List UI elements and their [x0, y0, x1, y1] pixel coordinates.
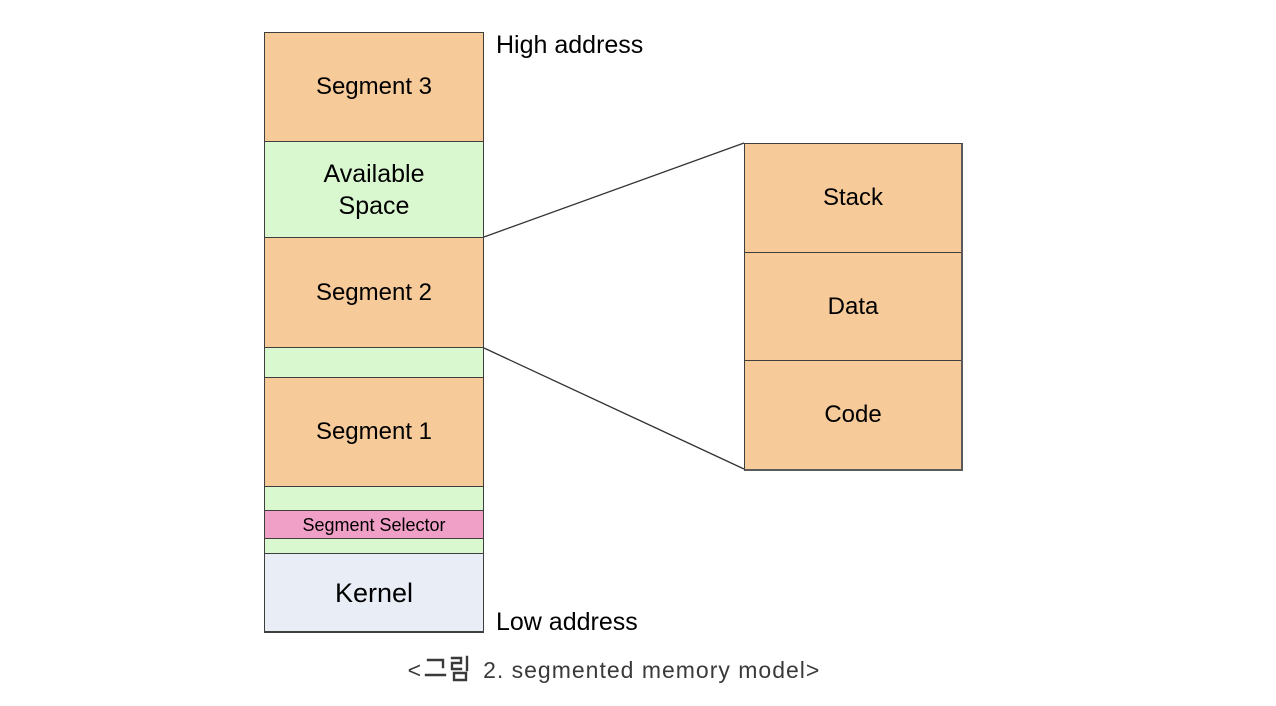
- free-space-strip-3: [264, 538, 484, 554]
- data-section-label: Data: [827, 292, 879, 320]
- code-section-label: Code: [824, 401, 882, 429]
- hangul-geu: [424, 658, 447, 677]
- code-section: Code: [745, 360, 961, 470]
- data-section: Data: [745, 251, 961, 361]
- low-address-label: Low address: [496, 608, 638, 636]
- available-space-label: Available Space: [323, 159, 425, 220]
- free-space-strip-2: [264, 486, 484, 511]
- caption-text: 2. segmented memory model>: [483, 657, 821, 683]
- segment-3-block: Segment 3: [264, 32, 484, 142]
- high-address-label: High address: [496, 31, 644, 59]
- memory-stack: Segment 3 Available Space Segment 2 Segm…: [264, 32, 484, 633]
- segment-2-block: Segment 2: [264, 237, 484, 348]
- segment-1-label: Segment 1: [315, 418, 433, 445]
- caption-open-bracket: <: [407, 657, 423, 683]
- connector-line-bottom: [483, 347, 745, 470]
- expanded-segment-box: Stack Data Code: [744, 143, 963, 471]
- stack-section-label: Stack: [822, 183, 884, 211]
- segment-1-block: Segment 1: [264, 377, 484, 487]
- available-space-block: Available Space: [264, 141, 484, 238]
- segment-3-label: Segment 3: [315, 73, 433, 100]
- hangul-rim: [450, 655, 469, 682]
- segment-2-label: Segment 2: [315, 278, 433, 306]
- kernel-block: Kernel: [264, 553, 484, 633]
- segment-selector-block: Segment Selector: [264, 510, 484, 539]
- connector-line-top: [483, 142, 745, 238]
- segment-selector-label: Segment Selector: [302, 514, 446, 535]
- stack-section: Stack: [745, 144, 961, 252]
- kernel-label: Kernel: [334, 577, 414, 608]
- free-space-strip-1: [264, 347, 484, 378]
- korean-word-geurim-glyphs: [424, 655, 469, 682]
- figure-caption: < 2. segmented memory model>: [358, 655, 870, 684]
